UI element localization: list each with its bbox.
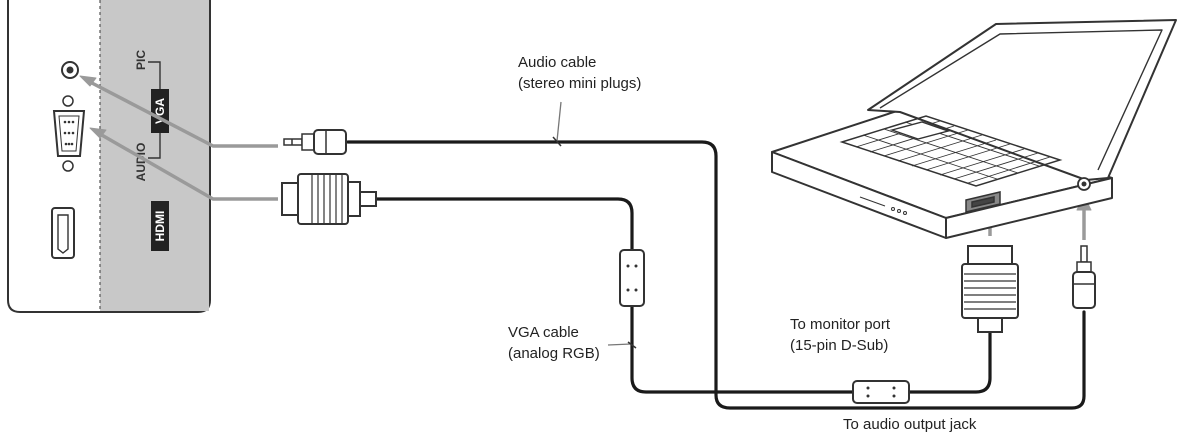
monitor-rear-panel	[7, 0, 211, 313]
monitor-vga-port	[52, 95, 86, 172]
monitor-hdmi-port	[51, 207, 75, 259]
laptop-touchpad	[889, 121, 951, 140]
audio-plug-laptop-side	[1072, 245, 1096, 309]
audio-ferrite-core-horizontal	[852, 380, 910, 404]
laptop-keyboard	[839, 115, 1063, 187]
label-vga-cable-line1: VGA cable	[508, 324, 579, 341]
monitor-audio-jack	[61, 61, 79, 79]
label-audio-cable-line2: (stereo mini plugs)	[518, 75, 642, 92]
panel-port-labels: PIC VGA AUDIO HDMI	[134, 50, 169, 251]
laptop-audio-jack	[1077, 177, 1091, 191]
label-vga-cable-line2: (analog RGB)	[508, 345, 600, 362]
vga-ferrite-core-vertical	[619, 249, 645, 307]
vga-plug-monitor-side	[281, 173, 377, 225]
label-monitor-port-line1: To monitor port	[790, 316, 891, 333]
label-audio-cable-line1: Audio cable	[518, 54, 597, 71]
vga-plug-laptop-side	[961, 245, 1019, 333]
cable-annotation-ticks	[552, 136, 637, 349]
vga-cable	[374, 197, 992, 394]
port-label-hdmi: HDMI	[153, 211, 167, 242]
audio-cable	[346, 140, 1086, 410]
label-audio-output-jack: To audio output jack	[843, 416, 977, 433]
laptop-status-lights	[859, 196, 907, 215]
laptop-vga-port	[965, 191, 1001, 213]
label-monitor-port: To monitor port (15-pin D-Sub)	[790, 314, 890, 356]
label-vga-cable: VGA cable (analog RGB)	[508, 322, 600, 364]
port-label-pc: PIC	[134, 50, 148, 70]
hdmi-label-badge	[151, 201, 169, 251]
audio-plug-monitor-side	[283, 129, 347, 155]
label-leader-lines	[556, 101, 632, 346]
port-label-audio: AUDIO	[134, 143, 148, 182]
label-monitor-port-line2: (15-pin D-Sub)	[790, 337, 889, 354]
label-audio-cable: Audio cable (stereo mini plugs)	[518, 52, 641, 94]
